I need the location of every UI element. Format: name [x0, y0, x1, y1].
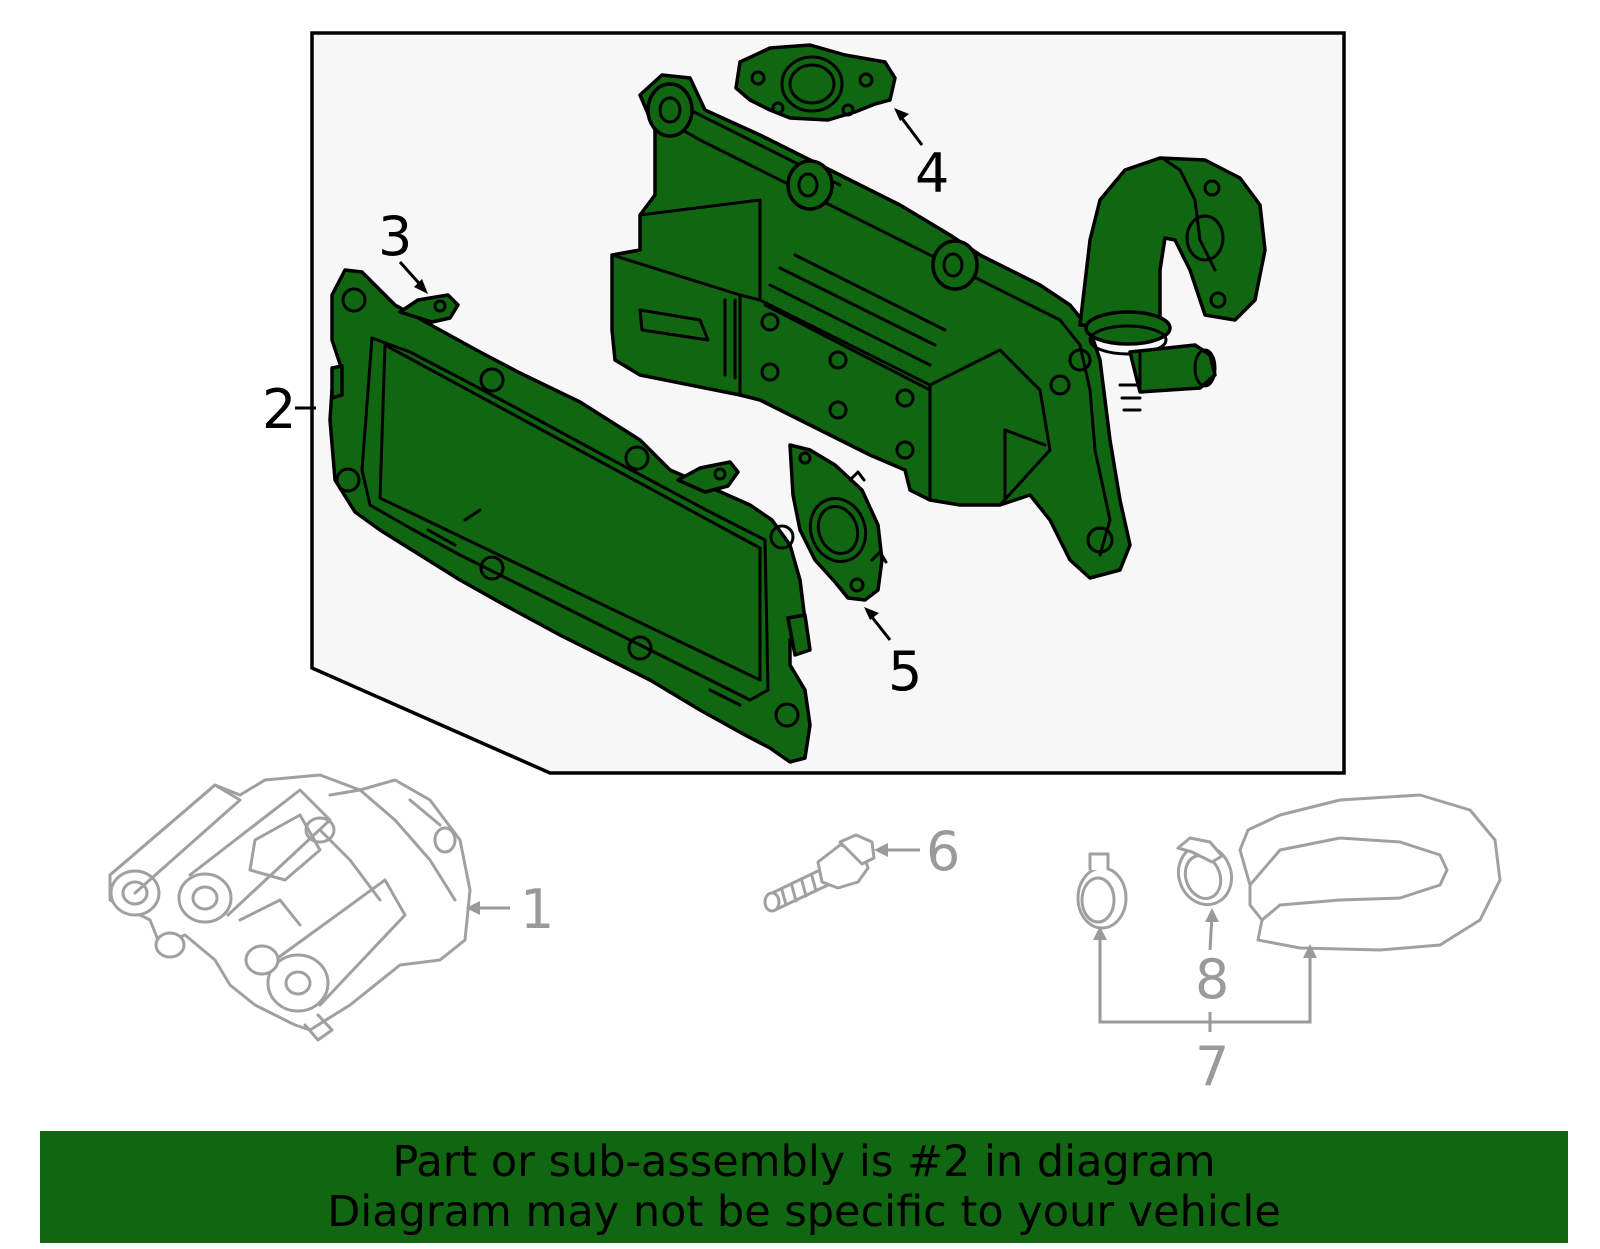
- leader-1: [466, 901, 510, 915]
- cooler-gasket-plate[interactable]: [328, 268, 812, 764]
- leader-7: [1093, 926, 1317, 1032]
- leader-8: [1205, 908, 1219, 951]
- callout-1: 1: [520, 878, 554, 941]
- leader-6: [874, 843, 920, 857]
- hose-clamp-right[interactable]: [1170, 836, 1239, 912]
- callout-6: 6: [926, 820, 960, 883]
- callout-3: 3: [378, 205, 412, 268]
- callout-4: 4: [915, 142, 949, 205]
- upper-gasket[interactable]: [734, 43, 897, 122]
- notice-banner: Part or sub-assembly is #2 in diagram Di…: [40, 1131, 1568, 1243]
- banner-line-1: Part or sub-assembly is #2 in diagram: [392, 1137, 1216, 1187]
- egr-cooler-body[interactable]: [610, 73, 1267, 580]
- callout-2: 2: [262, 378, 296, 441]
- callout-8: 8: [1195, 948, 1229, 1011]
- bolt[interactable]: [763, 833, 876, 913]
- hose-clamp-left[interactable]: [1076, 852, 1128, 930]
- coolant-hose[interactable]: [1238, 793, 1502, 952]
- leader-5: [864, 607, 892, 641]
- banner-line-2: Diagram may not be specific to your vehi…: [327, 1187, 1281, 1237]
- leader-4: [894, 108, 924, 146]
- callout-5: 5: [888, 640, 922, 703]
- egr-valve[interactable]: [108, 773, 472, 1042]
- callout-7: 7: [1195, 1035, 1229, 1098]
- lower-gasket[interactable]: [788, 443, 888, 602]
- leader-3: [398, 261, 428, 294]
